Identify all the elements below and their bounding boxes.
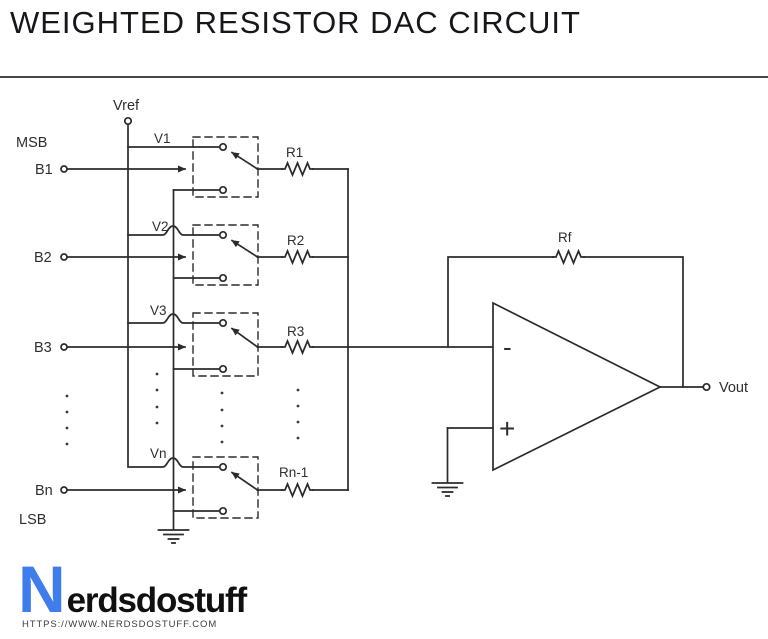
weighted-resistors (256, 162, 494, 497)
v1-label: V1 (154, 131, 171, 146)
switches (192, 136, 259, 519)
vn-label: Vn (150, 446, 167, 461)
vout-label: Vout (719, 380, 748, 396)
v3-label: V3 (150, 303, 167, 318)
r2-label: R2 (287, 233, 304, 248)
r3-label: R3 (287, 324, 304, 339)
resistor-r2 (281, 250, 314, 264)
switch-1 (192, 136, 259, 198)
resistor-rf (552, 250, 585, 264)
logo-url: HTTPS://WWW.NERDSDOSTUFF.COM (22, 619, 218, 630)
ground-icon (157, 529, 190, 544)
resistor-rn1 (281, 483, 314, 497)
bn-label: Bn (35, 483, 53, 499)
r1-label: R1 (286, 145, 303, 160)
msb-label: MSB (16, 135, 47, 151)
b2-terminal (60, 253, 68, 261)
lsb-label: LSB (19, 512, 46, 528)
logo-initial: N (18, 552, 66, 626)
b1-terminal (60, 165, 68, 173)
feedback-wire (447, 256, 554, 348)
opamp-triangle (492, 301, 662, 472)
opamp-inverting-input-label: - (503, 332, 512, 362)
ground-icon (431, 482, 464, 497)
bit-inputs (60, 165, 186, 494)
vref-terminal (123, 116, 133, 126)
opamp-noninverting-input-label: + (499, 413, 515, 444)
rn1-label: Rn-1 (279, 465, 308, 480)
dac-circuit-diagram: Vref MSB LSB B1 B2 B3 Bn V1 V2 V3 Vn R1 … (16, 98, 748, 544)
resistor-r3 (281, 340, 314, 354)
resistor-r1 (281, 162, 314, 176)
b1-label: B1 (35, 162, 53, 178)
ground-rail (157, 189, 221, 544)
logo-name: erdsdostuff (66, 581, 248, 620)
b3-terminal (60, 343, 68, 351)
switch-3 (192, 312, 259, 377)
vref-rail (123, 116, 221, 468)
bn-terminal (60, 486, 68, 494)
b3-label: B3 (34, 340, 52, 356)
b2-label: B2 (34, 250, 52, 266)
vref-label: Vref (113, 98, 140, 114)
opamp-section (431, 250, 711, 497)
page-title: WEIGHTED RESISTOR DAC CIRCUIT (10, 5, 581, 40)
rf-label: Rf (558, 230, 572, 245)
title-divider (0, 76, 768, 78)
vout-terminal (702, 382, 711, 392)
switch-2 (192, 224, 259, 286)
ellipsis-dots (65, 372, 300, 446)
v2-label: V2 (152, 219, 169, 234)
switch-n (192, 456, 259, 519)
